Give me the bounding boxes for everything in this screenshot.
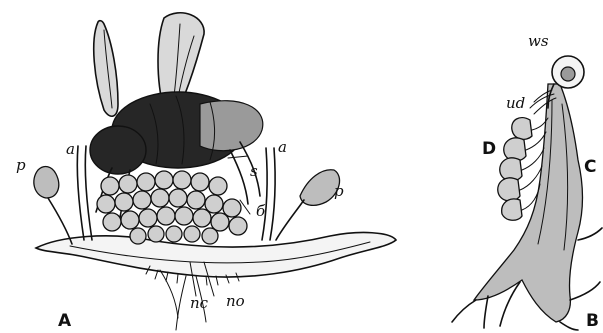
petal-left xyxy=(34,167,72,244)
stamen-right xyxy=(262,148,275,240)
label-stamen-right: a xyxy=(278,138,287,156)
label-nc: nc xyxy=(190,294,209,312)
stamen-left xyxy=(77,146,92,240)
label-ws: ws xyxy=(528,32,549,50)
panel-b-illustration: ws ud D C B xyxy=(452,32,602,331)
panel-a-illustration: p a a s б p nc no A xyxy=(16,13,396,331)
petal-right xyxy=(276,170,340,240)
label-s: s xyxy=(250,162,258,180)
panel-b-letter: B xyxy=(586,311,599,331)
label-stamen-left: a xyxy=(66,140,75,158)
egg-cluster xyxy=(97,171,247,244)
label-c: C xyxy=(584,157,596,177)
label-d: D xyxy=(482,139,496,159)
flower-receptacle xyxy=(36,233,396,330)
label-petal-right: p xyxy=(334,182,344,200)
label-b: б xyxy=(256,202,266,220)
label-petal-left: p xyxy=(16,156,26,174)
label-no: no xyxy=(226,292,245,310)
panel-a-letter: A xyxy=(58,311,72,331)
label-ud: ud xyxy=(506,94,525,112)
